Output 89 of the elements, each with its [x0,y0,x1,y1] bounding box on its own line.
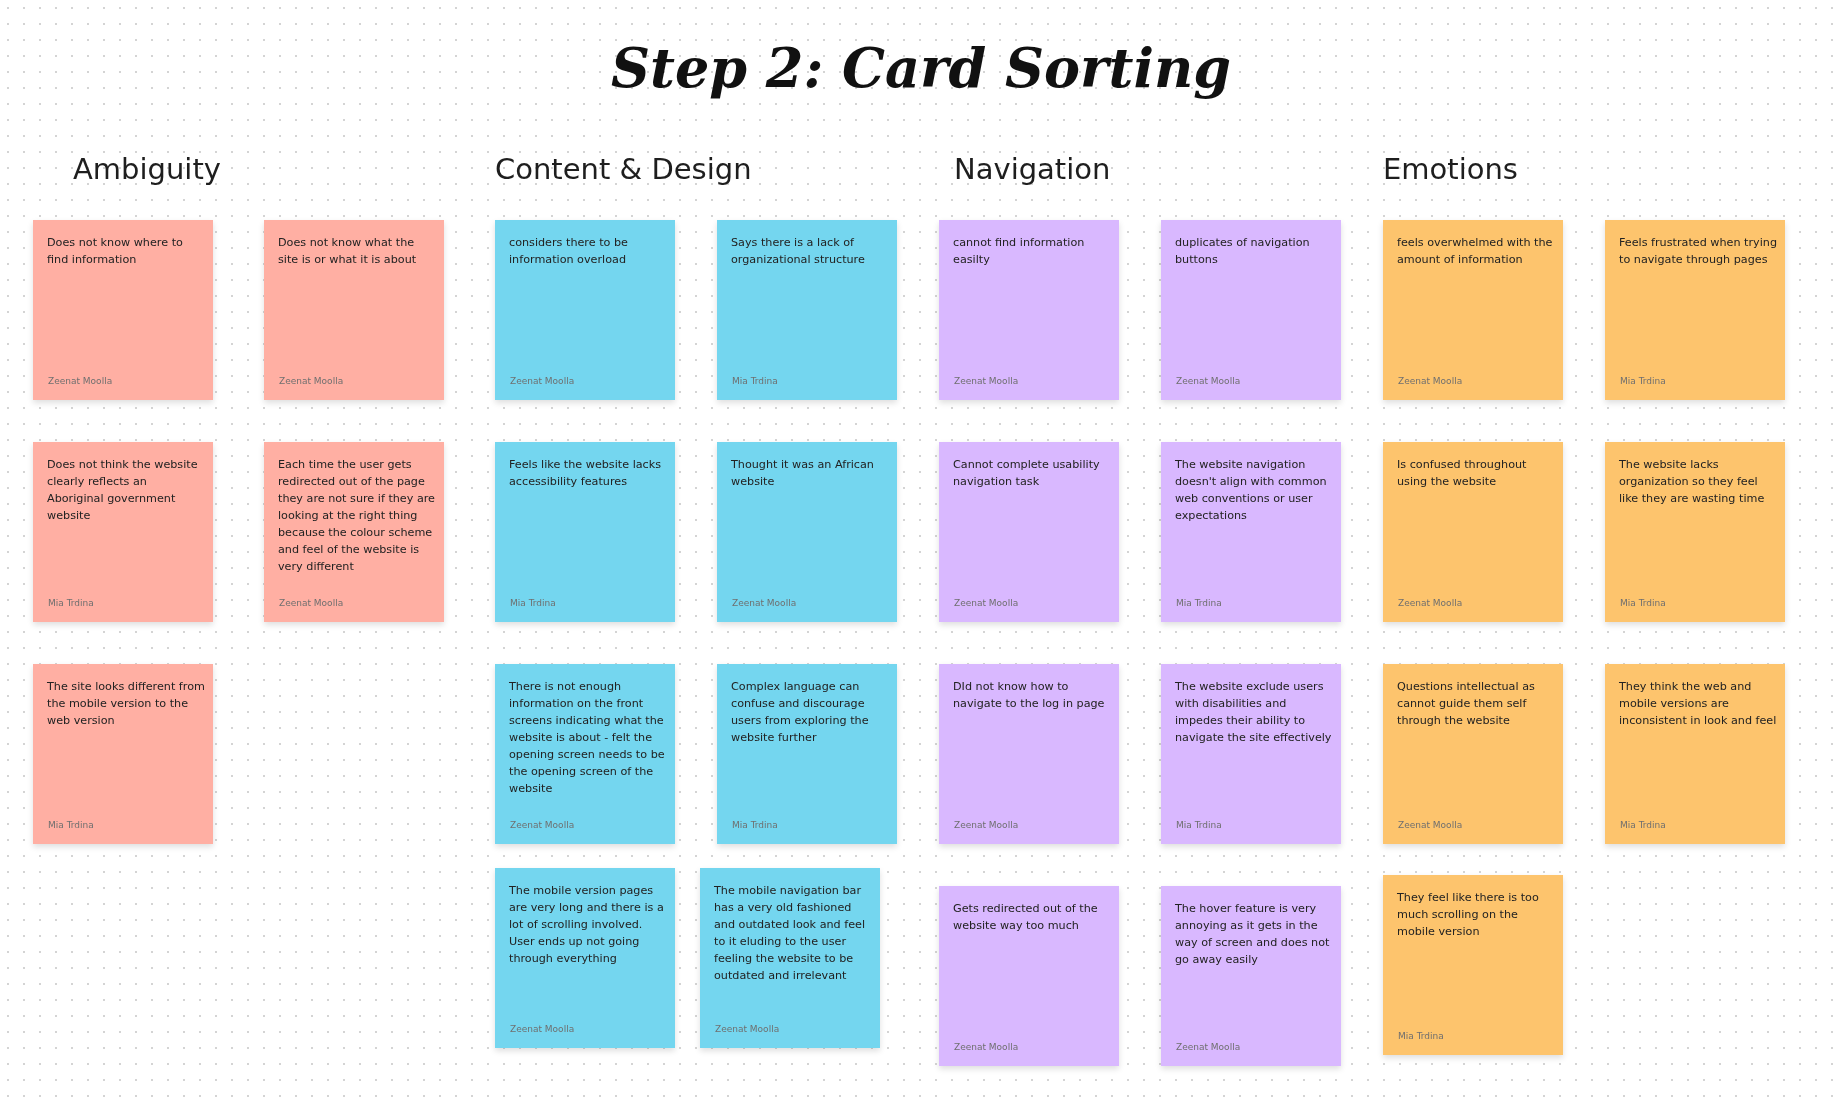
group-heading: Emotions [1383,152,1518,186]
note-text: Thought it was an African website [731,457,875,490]
author-name: Mia Trdina [48,598,94,608]
note-text: Each time the user gets redirected out of the page they are not sure if they are looking at the right thing because the colour scheme and feel of the website is very different [278,457,436,575]
author-name: Mia Trdina [48,820,94,830]
note-text: Does not think the website clearly reflects an Aboriginal government website [47,457,199,524]
sticky-note [939,442,1119,622]
sticky-note [495,664,675,844]
note-text: Feels like the website lacks accessibility features [509,457,663,490]
author-name: Zeenat Moolla [954,598,1019,608]
note-text: Says there is a lack of organizational structure [731,235,866,268]
author-name: Zeenat Moolla [954,376,1019,386]
author-name: Mia Trdina [1398,1031,1444,1041]
author-name: Mia Trdina [732,820,778,830]
note-text: The mobile version pages are very long and there is a lot of scrolling involved. User ends up not going through everything [509,883,665,967]
sticky-note [1161,886,1341,1066]
sticky-note [495,868,675,1048]
sticky-note [495,442,675,622]
author-name: Zeenat Moolla [279,598,344,608]
author-name: Zeenat Moolla [279,376,344,386]
note-text: Is confused throughout using the website [1397,457,1528,490]
sticky-note [1383,875,1563,1055]
author-name: Zeenat Moolla [1398,598,1463,608]
note-text: They feel like there is too much scrolling on the mobile version [1397,890,1540,940]
group-heading: Navigation [954,152,1111,186]
author-name: Zeenat Moolla [732,598,797,608]
sticky-note [33,442,213,622]
sticky-note [939,664,1119,844]
author-name: Zeenat Moolla [1176,376,1241,386]
author-name: Zeenat Moolla [510,1024,575,1034]
note-text: Cannot complete usability navigation task [953,457,1101,490]
sticky-note [1161,442,1341,622]
author-name: Zeenat Moolla [48,376,113,386]
sticky-note [1161,220,1341,400]
author-name: Mia Trdina [1176,820,1222,830]
note-text: Complex language can confuse and discourage users from exploring the website further [731,679,870,746]
author-name: Zeenat Moolla [510,376,575,386]
sticky-note [939,886,1119,1066]
sticky-note [33,664,213,844]
author-name: Zeenat Moolla [715,1024,780,1034]
board-title: Step 2: Card Sorting [609,36,1233,100]
note-text: DId not know how to navigate to the log in page [953,679,1106,712]
sticky-note [1161,664,1341,844]
note-text: Does not know where to find information [47,235,184,268]
note-text: The website navigation doesn't align with common web conventions or user expectations [1175,457,1328,524]
author-name: Mia Trdina [1620,820,1666,830]
note-text: cannot find information easilty [953,235,1086,268]
sticky-note [939,220,1119,400]
note-text: Feels frustrated when trying to navigate through pages [1619,235,1777,268]
note-text: Gets redirected out of the website way too much [953,901,1099,934]
note-text: The website lacks organization so they feel like they are wasting time [1619,457,1766,507]
note-text: considers there to be information overload [509,235,629,268]
sticky-note [1605,442,1785,622]
sticky-note [717,442,897,622]
sticky-note [1383,220,1563,400]
sticky-note [1605,220,1785,400]
sticky-note [700,868,880,1048]
note-text: They think the web and mobile versions are inconsistent in look and feel [1619,679,1777,729]
sticky-note [717,664,897,844]
sticky-note [264,442,444,622]
author-name: Mia Trdina [1176,598,1222,608]
group-heading: Content & Design [495,152,752,186]
author-name: Mia Trdina [1620,598,1666,608]
note-text: duplicates of navigation buttons [1175,235,1311,268]
sticky-note [1383,442,1563,622]
author-name: Zeenat Moolla [1398,820,1463,830]
author-name: Zeenat Moolla [1176,1042,1241,1052]
sticky-note [33,220,213,400]
note-text: There is not enough information on the front screens indicating what the website is about - felt the opening screen needs to be the opening screen of the website [509,679,666,797]
group-heading: Ambiguity [73,152,221,186]
author-name: Zeenat Moolla [954,820,1019,830]
note-text: Does not know what the site is or what it is about [278,235,418,268]
note-text: The website exclude users with disabilities and impedes their ability to navigate the site effectively [1175,679,1333,746]
author-name: Zeenat Moolla [1398,376,1463,386]
sticky-note [264,220,444,400]
sticky-note [495,220,675,400]
author-name: Zeenat Moolla [954,1042,1019,1052]
note-text: The hover feature is very annoying as it gets in the way of screen and does not go away easily [1175,901,1331,968]
note-text: The mobile navigation bar has a very old fashioned and outdated look and feel to it eluding to the user feeling the website to be outdated and irrelevant [714,883,867,984]
sticky-note [1383,664,1563,844]
author-name: Mia Trdina [732,376,778,386]
author-name: Mia Trdina [510,598,556,608]
note-text: Questions intellectual as cannot guide them self through the website [1397,679,1536,729]
author-name: Mia Trdina [1620,376,1666,386]
sticky-note [717,220,897,400]
note-text: feels overwhelmed with the amount of information [1397,235,1554,268]
note-text: The site looks different from the mobile version to the web version [47,679,205,729]
sticky-note [1605,664,1785,844]
author-name: Zeenat Moolla [510,820,575,830]
